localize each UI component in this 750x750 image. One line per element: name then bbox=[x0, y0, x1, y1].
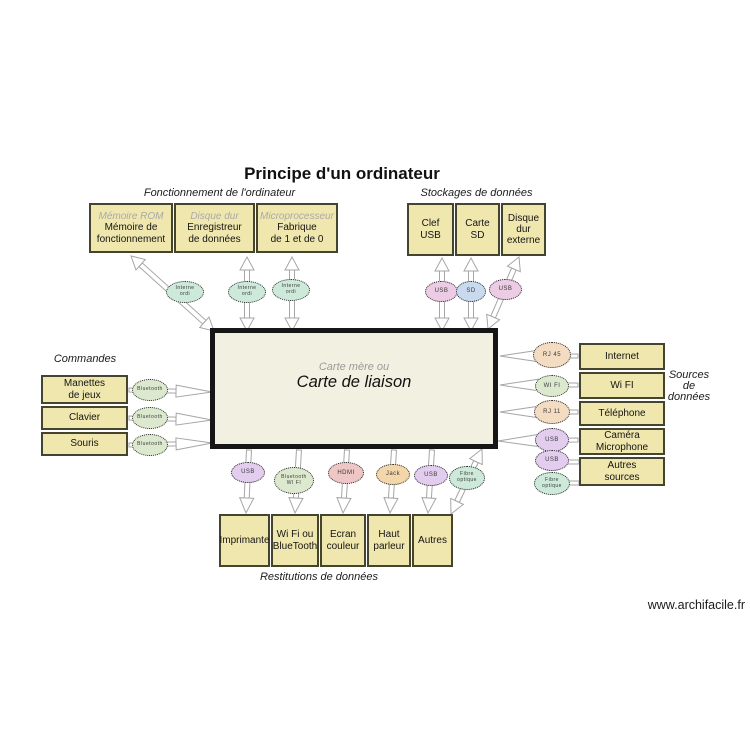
connector-interne-ordi-2[interactable]: Interne ordi bbox=[228, 281, 266, 303]
box-manettes[interactable]: Manettes de jeux bbox=[41, 375, 128, 404]
box-telephone-text: Téléphone bbox=[598, 407, 646, 419]
label-sources: Sources de données bbox=[667, 369, 711, 403]
central-subtitle: Carte mère ou bbox=[318, 361, 390, 373]
page-title: Principe d'un ordinateur bbox=[244, 164, 440, 183]
connector-fibre-optique-sources[interactable]: Fibre optique bbox=[534, 472, 570, 495]
connector-usb-camera[interactable]: USB bbox=[535, 428, 569, 452]
box-ecran-couleur[interactable]: Ecran couleur bbox=[320, 514, 366, 567]
label-restitutions: Restitutions de données bbox=[259, 571, 379, 583]
arrow bbox=[568, 480, 580, 486]
box-souris[interactable]: Souris bbox=[41, 432, 128, 456]
label-commandes: Commandes bbox=[53, 353, 117, 365]
box-clef-usb-text: Clef USB bbox=[420, 218, 441, 241]
connector-rj11[interactable]: RJ 11 bbox=[534, 400, 570, 424]
box-manettes-text: Manettes de jeux bbox=[63, 378, 106, 401]
connector-jack[interactable]: Jack bbox=[376, 464, 410, 485]
box-internet-text: Internet bbox=[605, 350, 639, 362]
box-carte-de-liaison[interactable]: Carte mère ou Carte de liaison bbox=[210, 328, 498, 449]
box-wifi-text: Wi FI bbox=[610, 379, 634, 391]
box-memoire-rom-subtitle: Mémoire ROM bbox=[98, 211, 164, 223]
box-ecran-couleur-text: Ecran couleur bbox=[326, 529, 360, 552]
connector-rj45[interactable]: RJ 45 bbox=[533, 342, 571, 368]
box-clef-usb[interactable]: Clef USB bbox=[407, 203, 454, 256]
label-stockages: Stockages de données bbox=[420, 187, 533, 199]
connector-fibre-optique-autres[interactable]: Fibre optique bbox=[449, 466, 485, 490]
connector-usb-clef[interactable]: USB bbox=[425, 281, 458, 302]
box-internet[interactable]: Internet bbox=[579, 343, 665, 370]
connector-bluetooth-manettes[interactable]: Bluetooth bbox=[132, 379, 168, 401]
connector-usb-autres[interactable]: USB bbox=[414, 465, 448, 486]
box-microprocesseur-text: Fabrique de 1 et de 0 bbox=[270, 222, 324, 245]
connector-usb-disque-externe[interactable]: USB bbox=[489, 279, 522, 300]
connector-bluetooth-souris[interactable]: Bluetooth bbox=[132, 434, 168, 456]
connector-bluetooth-wifi[interactable]: Bluetooth WI FI bbox=[274, 467, 314, 494]
box-memoire-rom[interactable]: Mémoire ROM Mémoire de fonctionnement bbox=[89, 203, 173, 253]
box-camera-microphone[interactable]: Caméra Microphone bbox=[579, 428, 665, 455]
watermark-url: www.archifacile.fr bbox=[647, 598, 745, 612]
box-wifi[interactable]: Wi FI bbox=[579, 372, 665, 399]
box-autres-sources-text: Autres sources bbox=[604, 460, 640, 483]
box-disque-dur-subtitle: Disque dur bbox=[190, 211, 239, 223]
connector-interne-ordi-1[interactable]: Interne ordi bbox=[166, 281, 204, 303]
box-imprimante[interactable]: Imprimante bbox=[219, 514, 270, 567]
box-telephone[interactable]: Téléphone bbox=[579, 401, 665, 426]
box-camera-microphone-text: Caméra Microphone bbox=[595, 430, 649, 453]
arrow bbox=[567, 459, 580, 465]
box-autres[interactable]: Autres bbox=[412, 514, 453, 567]
box-clavier-text: Clavier bbox=[68, 412, 101, 424]
box-microprocesseur-subtitle: Microprocesseur bbox=[260, 211, 334, 223]
box-wifi-bluetooth-text: Wi Fi ou BlueTooth bbox=[272, 529, 318, 552]
box-disque-dur-text: Enregistreur de données bbox=[187, 222, 242, 245]
connector-usb-imprimante[interactable]: USB bbox=[231, 462, 265, 483]
label-fonctionnement: Fonctionnement de l'ordinateur bbox=[143, 187, 296, 199]
connector-hdmi[interactable]: HDMI bbox=[328, 462, 364, 484]
box-microprocesseur[interactable]: Microprocesseur Fabrique de 1 et de 0 bbox=[256, 203, 338, 253]
box-disque-dur-externe-text: Disque dur externe bbox=[506, 212, 541, 247]
central-title: Carte de liaison bbox=[296, 373, 412, 391]
box-clavier[interactable]: Clavier bbox=[41, 406, 128, 430]
box-disque-dur-externe[interactable]: Disque dur externe bbox=[501, 203, 546, 256]
box-carte-sd-text: Carte SD bbox=[465, 218, 490, 241]
box-autres-text: Autres bbox=[418, 534, 447, 546]
box-souris-text: Souris bbox=[70, 438, 99, 450]
box-haut-parleur[interactable]: Haut parleur bbox=[367, 514, 411, 567]
box-memoire-rom-text: Mémoire de fonctionnement bbox=[96, 222, 166, 245]
box-wifi-bluetooth[interactable]: Wi Fi ou BlueTooth bbox=[271, 514, 319, 567]
box-carte-sd[interactable]: Carte SD bbox=[455, 203, 500, 256]
connector-sd[interactable]: SD bbox=[456, 281, 486, 302]
connector-usb-autres-sources[interactable]: USB bbox=[535, 450, 569, 471]
connector-interne-ordi-3[interactable]: Interne ordi bbox=[272, 279, 310, 301]
box-disque-dur[interactable]: Disque dur Enregistreur de données bbox=[174, 203, 255, 253]
box-autres-sources[interactable]: Autres sources bbox=[579, 457, 665, 486]
box-imprimante-text: Imprimante bbox=[219, 534, 270, 546]
box-haut-parleur-text: Haut parleur bbox=[373, 529, 405, 552]
connector-bluetooth-clavier[interactable]: Bluetooth bbox=[132, 407, 168, 429]
connector-wifi[interactable]: WI FI bbox=[535, 375, 569, 397]
